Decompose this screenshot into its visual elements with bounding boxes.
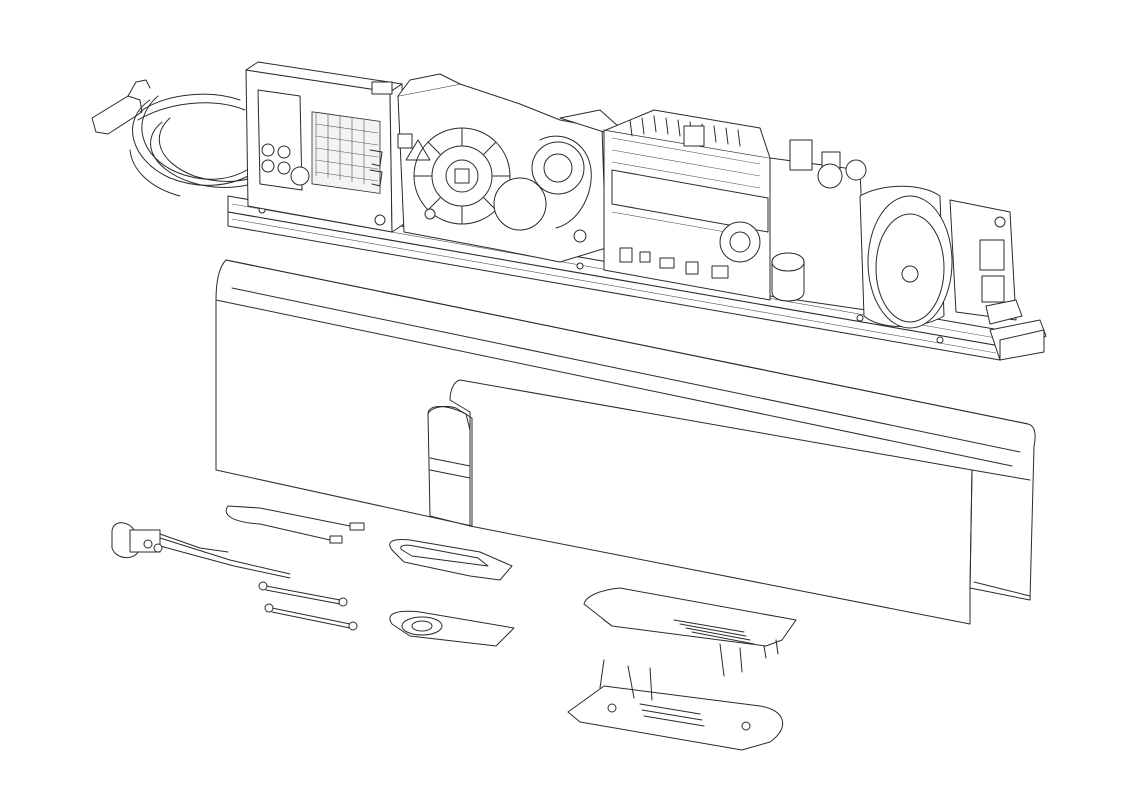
fixing-screw bbox=[258, 581, 358, 631]
cover-profile bbox=[215, 259, 1036, 625]
transformer bbox=[769, 139, 1023, 329]
gear-motor bbox=[397, 73, 619, 263]
ground-wire bbox=[225, 505, 365, 544]
end-cap-upper bbox=[583, 587, 797, 677]
gasket-plate-upper bbox=[389, 539, 513, 581]
power-cable bbox=[91, 79, 253, 197]
control-panel bbox=[245, 61, 405, 233]
push-button-switch bbox=[111, 522, 291, 579]
control-board bbox=[603, 109, 771, 301]
end-cap-lower bbox=[567, 659, 784, 751]
gasket-plate-lower bbox=[389, 610, 515, 647]
